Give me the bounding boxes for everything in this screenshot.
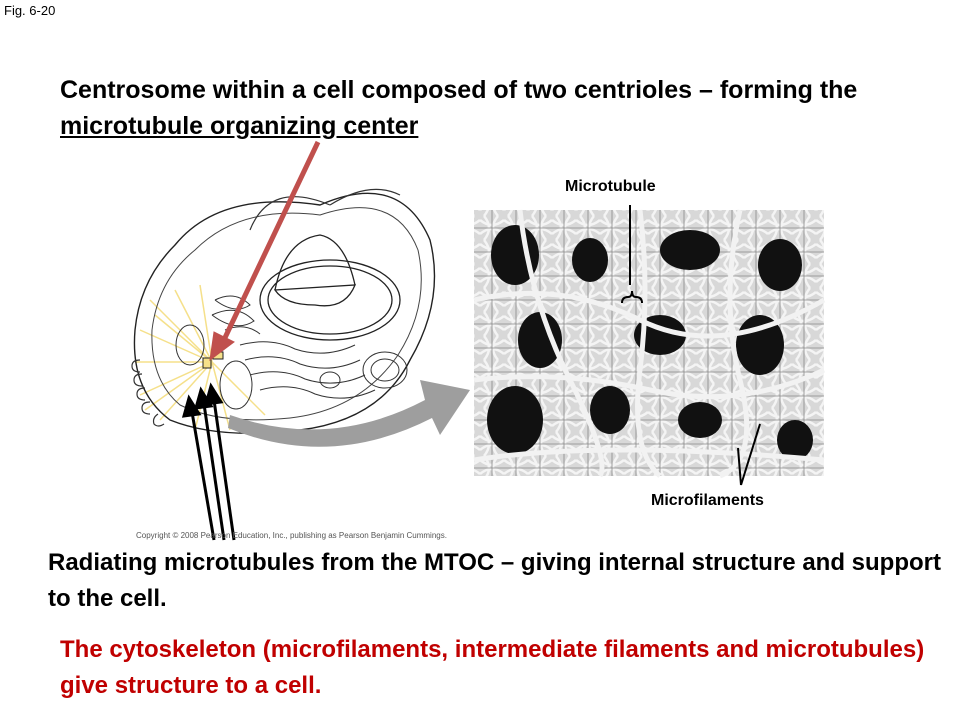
pointer-arrow <box>209 140 321 362</box>
microfilaments-label: Microfilaments <box>651 492 764 509</box>
copyright-notice: Copyright © 2008 Pearson Education, Inc.… <box>136 531 447 540</box>
microtubule-label: Microtubule <box>565 178 656 195</box>
cytoskeleton-note: The cytoskeleton (microfilaments, interm… <box>60 636 925 699</box>
organelle-membranes <box>175 295 408 410</box>
transition-arrow <box>228 380 470 447</box>
cell-membrane-outline <box>133 192 436 435</box>
title-underlined-term: microtubule organizing center <box>60 112 419 140</box>
micrograph-filaments <box>473 209 826 479</box>
nucleus <box>259 234 401 341</box>
title-text: Centrosome within a cell composed of two… <box>60 76 858 104</box>
microtubule-bracket <box>621 205 643 304</box>
figure-label: Fig. 6-20 <box>4 3 56 18</box>
radiating-microtubules <box>135 284 266 431</box>
microvilli <box>131 359 165 427</box>
slide-title: Centrosome within a cell composed of two… <box>60 72 920 144</box>
caption-arrows <box>181 382 236 541</box>
caption-text: Radiating microtubules from the MTOC – g… <box>48 549 941 612</box>
microfilaments-pointer <box>737 423 761 486</box>
